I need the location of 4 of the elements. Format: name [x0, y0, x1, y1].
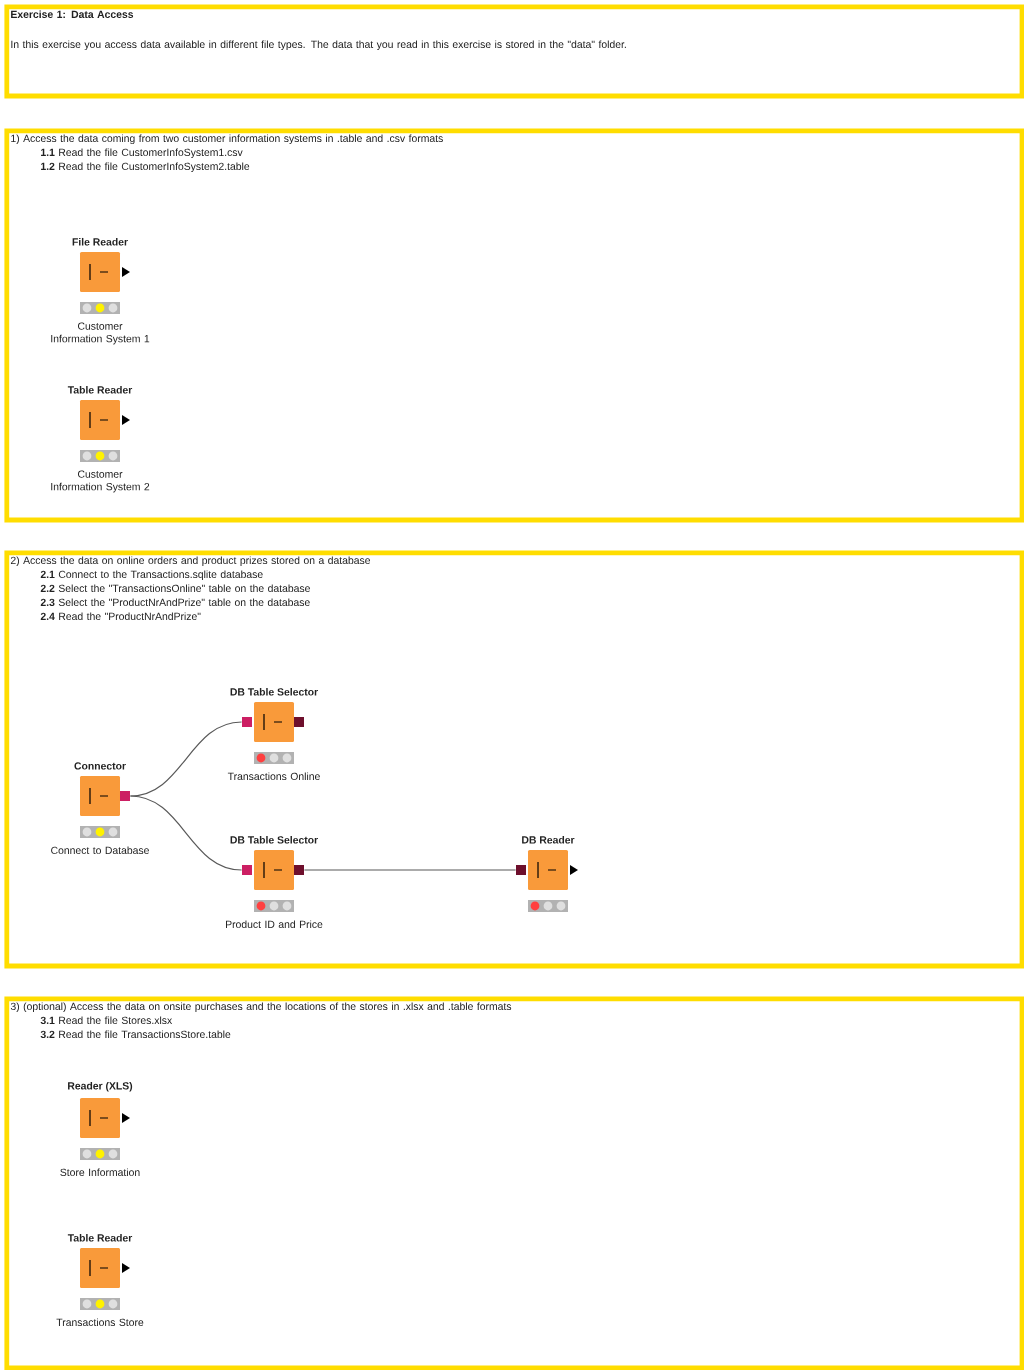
annotation-box: [4, 4, 1024, 99]
annotation-box: [4, 550, 1024, 969]
annotation-box: [4, 128, 1024, 523]
annotation-box: [4, 996, 1024, 1370]
